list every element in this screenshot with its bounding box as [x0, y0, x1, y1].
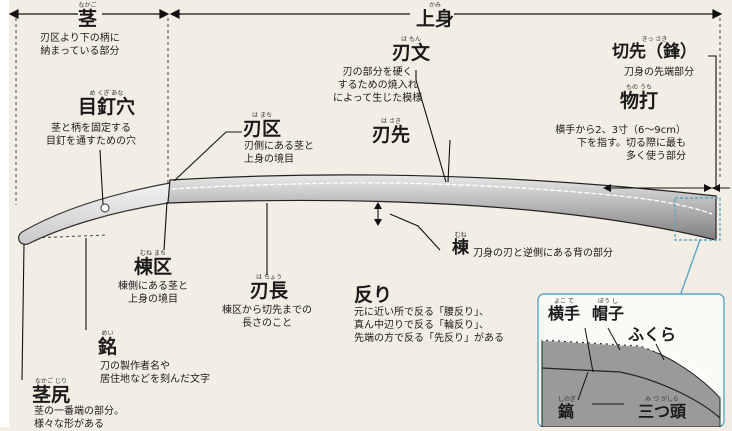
- label-mekugiana: め くぎ あな 目釘穴: [78, 90, 136, 118]
- label-hacho: は ちょう 刃長: [250, 274, 289, 302]
- inset-label-yokote: よこ て 横手: [548, 298, 581, 323]
- label-hamon: は もん 刃文: [392, 36, 431, 64]
- inset-label-mitsugashira: み つ がしら 三つ頭: [638, 396, 687, 421]
- label-monouchi: もの うち 物打: [620, 84, 659, 112]
- top-dimension-lines: [8, 9, 723, 19]
- label-mune: むね 棟: [452, 232, 469, 258]
- desc-sori: 元に近い所で反る「腰反り」、 真ん中辺りで反る「輪反り」、 先端の方で反る「先反…: [354, 307, 504, 344]
- hamon-line: [171, 182, 713, 215]
- left-margin-strip: [0, 0, 9, 427]
- kissaki-inset: [537, 293, 725, 427]
- label-munemachi: むね まち 棟区: [134, 250, 173, 278]
- label-nakagojiri: なかご じり 茎尻: [32, 378, 71, 406]
- inset-label-fukura: ふくら: [628, 325, 677, 344]
- pointer-lines: [21, 55, 730, 381]
- inset-connector: [679, 239, 701, 297]
- label-hasaki: は さき 刃先: [372, 118, 411, 146]
- label-mei: めい 銘: [98, 330, 118, 358]
- desc-mune: 刀身の刃と逆側にある背の部分: [473, 248, 613, 259]
- sword-tang: [18, 182, 171, 245]
- label-kissaki: きっ さき 切先（鋒）: [612, 36, 697, 62]
- desc-hacho: 棟区から切先までの 長さのこと: [222, 305, 312, 329]
- label-sori: 反り: [354, 284, 393, 306]
- desc-hamachi: 刃側にある茎と 上身の境目: [244, 141, 314, 165]
- label-hamachi: は まち 刃区: [243, 112, 282, 140]
- desc-nakagojiri: 茎の一番端の部分。 様々な形がある: [34, 406, 124, 430]
- desc-mei: 刀の製作者名や 居住地などを刻んだ文字: [100, 361, 210, 385]
- mekugiana-hole: [100, 203, 110, 213]
- desc-nakago: 刃区より下の柄に 納まっている部分: [40, 33, 120, 57]
- desc-mekugiana: 茎と柄を固定する 目釘を通すための穴: [46, 123, 136, 147]
- inset-label-boshi: ぼう し 帽子: [592, 298, 625, 323]
- label-kami: かみ 上身: [416, 2, 455, 30]
- tip-detail-box: [674, 197, 721, 241]
- label-nakago: なかご 茎: [78, 2, 98, 30]
- inset-label-shinogi: しのぎ 鎬: [558, 396, 577, 421]
- desc-monouchi: 横手から2、3寸（6～9cm） 下を指す。切る際に最も 多く使う部分: [555, 125, 686, 162]
- desc-hamon: 刃の部分を硬く するための焼入れ によって生じた模様: [333, 67, 423, 104]
- desc-munemachi: 棟側にある茎と 上身の境目: [118, 281, 188, 305]
- desc-kissaki: 刀身の先端部分: [624, 67, 694, 78]
